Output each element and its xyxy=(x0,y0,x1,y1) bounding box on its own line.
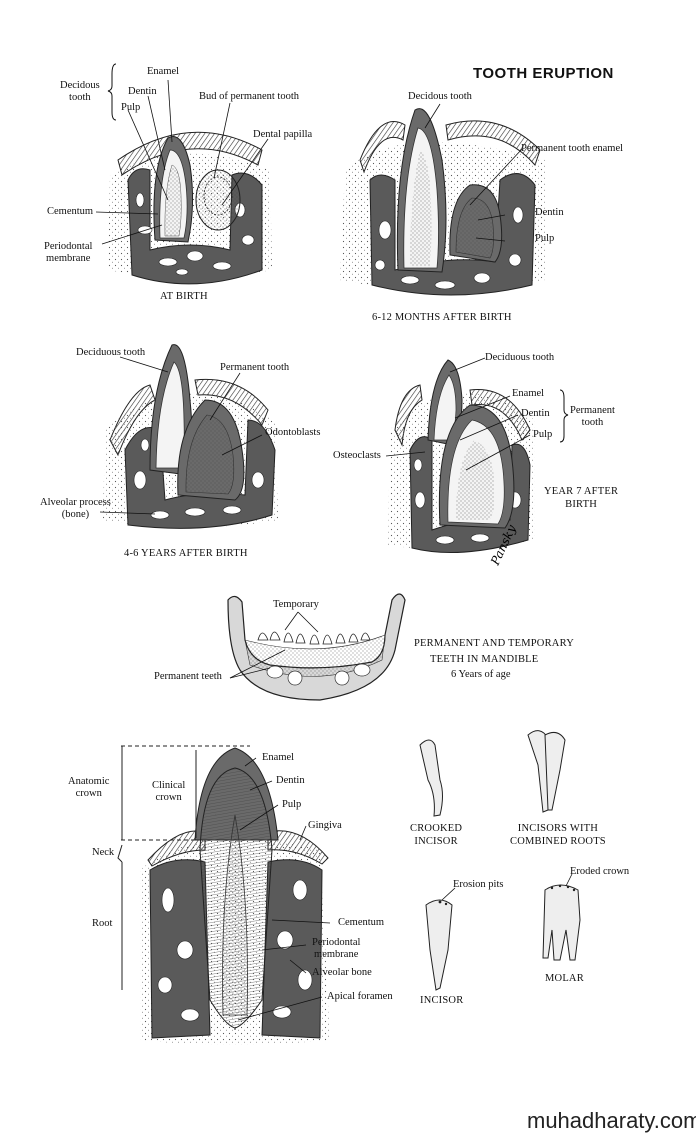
caption-4-6-years: 4-6 YEARS AFTER BIRTH xyxy=(124,548,248,559)
label-neck: Neck xyxy=(92,847,115,858)
pulp xyxy=(222,814,248,1016)
leader-lines xyxy=(95,79,573,1021)
label-cementum-5: Cementum xyxy=(338,917,385,928)
label-enamel-5: Enamel xyxy=(262,752,295,763)
label-deciduous-tooth-3: Deciduous tooth xyxy=(76,347,146,358)
label-bud-permanent-tooth: Bud of permanent tooth xyxy=(199,91,300,102)
caption-mandible-line2: TEETH IN MANDIBLE xyxy=(430,654,539,665)
label-anatomic-crown: Anatomic crown xyxy=(68,776,110,799)
tooth-anatomy-diagram xyxy=(117,745,330,1045)
incisors-combined-roots-drawing xyxy=(527,730,566,813)
label-periodontal-membrane: Periodontal membrane xyxy=(44,241,93,264)
label-deciduous-tooth-2: Decidous tooth xyxy=(408,91,472,102)
label-pulp-4: Pulp xyxy=(533,429,553,440)
label-pulp: Pulp xyxy=(121,102,141,113)
mandible-illustration xyxy=(227,593,406,701)
label-dental-papilla: Dental papilla xyxy=(253,129,313,140)
label-eroded-crown: Eroded crown xyxy=(570,866,630,877)
label-enamel: Enamel xyxy=(147,66,180,77)
label-dentin-4: Dentin xyxy=(521,408,550,419)
label-permanent-tooth-3: Permanent tooth xyxy=(220,362,290,373)
label-dentin-2: Dentin xyxy=(535,207,564,218)
panel-at-birth xyxy=(108,131,272,285)
caption-incisor: INCISOR xyxy=(420,995,464,1006)
label-permanent-teeth: Permanent teeth xyxy=(154,671,222,682)
label-odontoblasts: Odontoblasts xyxy=(265,427,321,438)
label-dentin-5: Dentin xyxy=(276,775,305,786)
molar-eroded-drawing xyxy=(542,884,581,961)
label-cementum: Cementum xyxy=(47,206,94,217)
alveolar-bone-right xyxy=(261,859,323,1039)
brace-deciduous xyxy=(107,63,117,121)
label-alveolar-process: Alveolar process (bone) xyxy=(40,497,111,520)
label-apical-foramen: Apical foramen xyxy=(327,991,393,1002)
label-permanent-tooth-enamel: Permanent tooth enamel xyxy=(521,143,624,154)
label-pulp-5: Pulp xyxy=(282,799,302,810)
label-enamel-4: Enamel xyxy=(512,388,545,399)
label-erosion-pits: Erosion pits xyxy=(453,879,504,890)
label-periodontal-membrane-5: Periodontal membrane xyxy=(312,937,361,960)
panel-6-12-months xyxy=(340,108,545,296)
gum-tissue xyxy=(117,131,263,176)
gingiva-right xyxy=(267,830,329,865)
label-alveolar-bone: Alveolar bone xyxy=(312,967,372,978)
page-title: TOOTH ERUPTION xyxy=(473,65,614,82)
caption-year-7: YEAR 7 AFTER BIRTH xyxy=(544,486,619,510)
crooked-incisor-drawing xyxy=(419,739,443,817)
label-root: Root xyxy=(92,918,113,929)
label-permanent-tooth-4: Permanent tooth xyxy=(570,405,615,428)
permanent-bud xyxy=(195,169,241,231)
label-pulp-2: Pulp xyxy=(535,233,555,244)
caption-molar: MOLAR xyxy=(545,973,584,984)
caption-mandible-line3: 6 Years of age xyxy=(451,669,511,680)
label-temporary: Temporary xyxy=(273,599,319,610)
jaw-bone xyxy=(369,173,536,296)
brace-permanent xyxy=(559,389,569,443)
panel-year-7 xyxy=(388,359,535,553)
panel-4-6-years xyxy=(103,344,278,529)
caption-at-birth: AT BIRTH xyxy=(160,291,208,302)
label-dentin: Dentin xyxy=(128,86,157,97)
caption-mandible-line1: PERMANENT AND TEMPORARY xyxy=(414,638,574,649)
caption-6-12-months: 6-12 MONTHS AFTER BIRTH xyxy=(372,312,512,323)
caption-incisors-combined-roots: INCISORS WITH COMBINED ROOTS xyxy=(510,823,606,847)
watermark: muhadharaty.com xyxy=(527,1108,696,1133)
jaw-bone xyxy=(127,168,263,285)
label-deciduous-tooth: Decidous tooth xyxy=(60,80,100,103)
caption-crooked-incisor: CROOKED INCISOR xyxy=(410,823,463,847)
incisor-erosion-drawing xyxy=(425,899,453,991)
label-clinical-crown: Clinical crown xyxy=(152,780,186,803)
label-gingiva: Gingiva xyxy=(308,820,342,831)
label-osteoclasts: Osteoclasts xyxy=(333,450,381,461)
label-deciduous-tooth-4: Deciduous tooth xyxy=(485,352,555,363)
